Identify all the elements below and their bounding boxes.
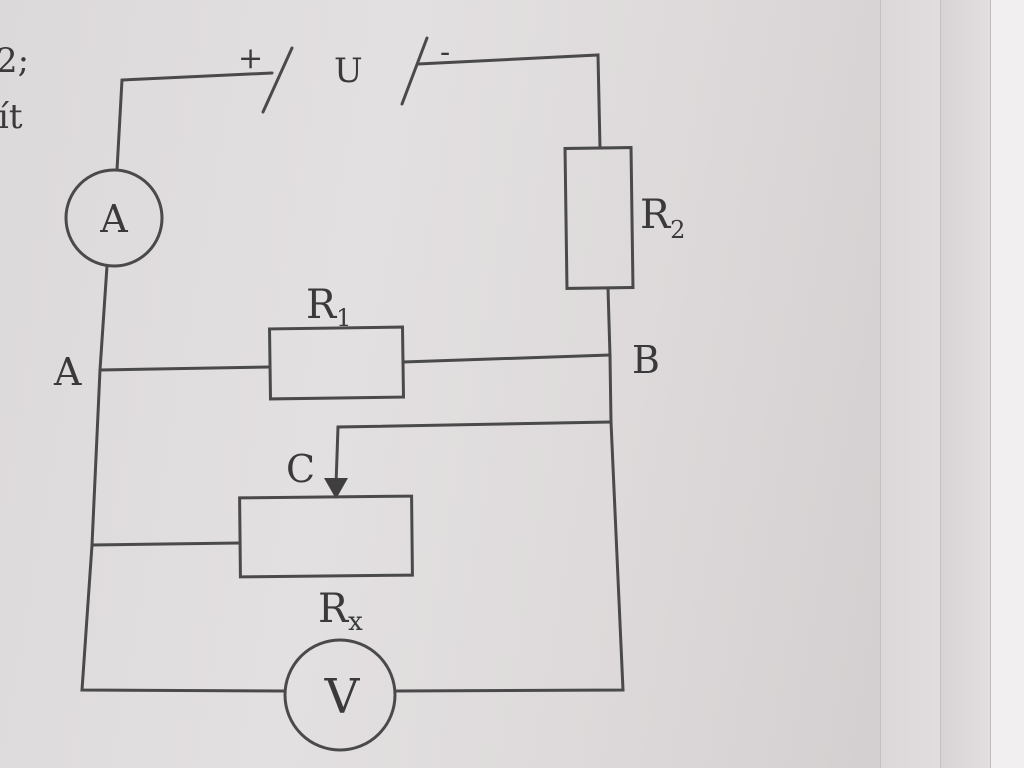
resistor-r2-subscript: 2 bbox=[670, 216, 685, 244]
resistor-r2-label: R2 bbox=[640, 192, 685, 244]
voltmeter bbox=[283, 638, 397, 752]
slider-arrow-icon bbox=[324, 478, 348, 499]
wire-a-to-r1 bbox=[98, 365, 272, 372]
resistor-r2 bbox=[563, 146, 635, 290]
rheostat-rx-subscript: x bbox=[348, 607, 363, 637]
node-a-label: A bbox=[53, 350, 82, 394]
page-edge bbox=[990, 0, 1024, 768]
cutoff-text-line-2: ít bbox=[0, 97, 23, 137]
source-minus-plate bbox=[400, 36, 429, 106]
rheostat-rx-letter: R bbox=[318, 586, 350, 632]
source-label: U bbox=[334, 51, 363, 91]
wire-r1-to-b bbox=[401, 353, 612, 364]
ammeter-symbol: A bbox=[99, 197, 128, 241]
rheostat-rx bbox=[238, 494, 414, 579]
resistor-r1 bbox=[267, 325, 406, 401]
node-c-label: C bbox=[286, 447, 315, 491]
resistor-r1-label: R1 bbox=[306, 282, 351, 332]
wire-left-vertical bbox=[80, 264, 286, 693]
rheostat-rx-label: Rx bbox=[318, 586, 363, 637]
source-plus-label: + bbox=[238, 41, 263, 76]
source-plus-plate bbox=[261, 46, 294, 114]
wire-top-right bbox=[416, 53, 602, 150]
voltmeter-symbol: V bbox=[324, 669, 361, 725]
ammeter bbox=[64, 168, 164, 268]
resistor-r2-letter: R bbox=[640, 192, 672, 238]
resistor-r1-subscript: 1 bbox=[336, 304, 351, 332]
node-b-label: B bbox=[632, 338, 660, 382]
cutoff-text-line-1: 2; bbox=[0, 41, 30, 81]
wire-left-to-rx bbox=[90, 541, 242, 547]
wire-b-to-slider bbox=[334, 420, 613, 487]
wire-top-left bbox=[115, 71, 274, 172]
resistor-r1-letter: R bbox=[306, 282, 338, 328]
source-minus-label: - bbox=[440, 35, 450, 70]
wire-right-vertical bbox=[394, 286, 625, 693]
